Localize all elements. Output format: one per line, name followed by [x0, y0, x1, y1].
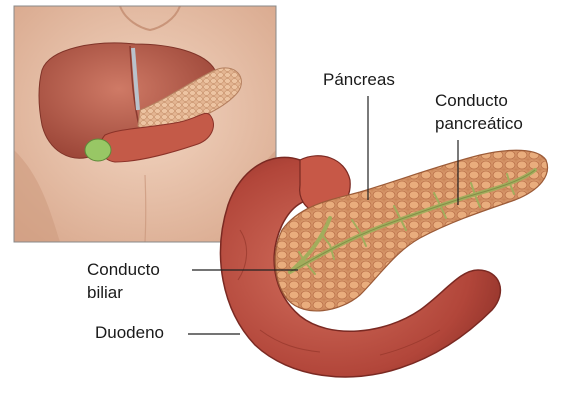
- label-bile-duct-line2: biliar: [87, 283, 123, 303]
- label-pancreatic-duct-line2: pancreático: [435, 114, 523, 134]
- label-bile-duct-line1: Conducto: [87, 260, 160, 280]
- label-pancreas: Páncreas: [323, 70, 395, 90]
- gallbladder: [85, 139, 111, 161]
- label-duodenum: Duodeno: [95, 323, 164, 343]
- label-pancreatic-duct-line1: Conducto: [435, 91, 508, 111]
